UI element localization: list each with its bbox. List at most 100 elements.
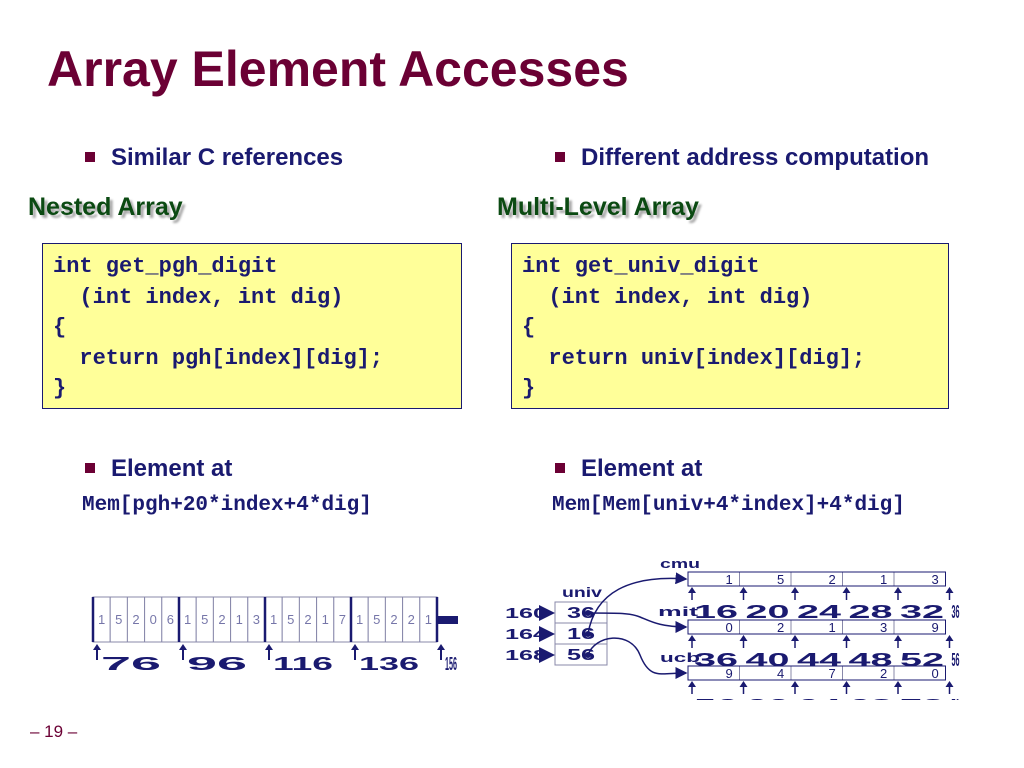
pointer-arrow xyxy=(587,637,688,680)
trailing-blob xyxy=(438,616,458,624)
cell-digit: 5 xyxy=(373,612,380,627)
arrowhead-icon xyxy=(739,681,748,687)
cell-digit: 1 xyxy=(726,572,733,587)
cell-digit: 2 xyxy=(408,612,415,627)
cell-digit: 1 xyxy=(322,612,329,627)
address-label: 40 xyxy=(746,650,790,670)
pointer-arrow xyxy=(587,572,688,635)
address-label: 156 xyxy=(445,654,457,670)
bullet-square-icon xyxy=(555,462,565,473)
arrowhead-icon xyxy=(945,587,954,593)
univ-address: 160 xyxy=(505,605,547,622)
cell-digit: 1 xyxy=(98,612,105,627)
arrowhead-icon xyxy=(791,681,799,687)
address-label: 116 xyxy=(273,654,333,670)
cell-digit: 3 xyxy=(880,620,887,635)
arrowhead-icon xyxy=(93,644,101,650)
cell-digit: 5 xyxy=(115,612,122,627)
address-label: 56 xyxy=(952,650,960,670)
bullet-element-at-right: Element at xyxy=(555,455,702,483)
address-label: 76 xyxy=(101,654,161,670)
cell-digit: 0 xyxy=(150,612,157,627)
address-label: 96 xyxy=(187,654,247,670)
arrowhead-icon xyxy=(894,587,902,593)
address-label: 72 xyxy=(900,696,944,700)
arrowhead-icon xyxy=(945,635,954,641)
cell-digit: 5 xyxy=(287,612,294,627)
cell-digit: 4 xyxy=(777,666,784,681)
univ-cell xyxy=(554,643,608,666)
cell-digit: 1 xyxy=(236,612,243,627)
address-label: 36 xyxy=(952,602,960,622)
bullet-square-icon xyxy=(85,462,95,473)
cell-digit: 2 xyxy=(132,612,139,627)
row-outline xyxy=(687,571,946,587)
cell-digit: 1 xyxy=(880,572,887,587)
arrowhead-icon xyxy=(688,587,696,593)
slide-title: Array Element Accesses xyxy=(47,41,629,97)
nested-array-heading: Nested Array xyxy=(28,193,183,221)
cell-digit: 6 xyxy=(167,612,174,627)
arrowhead-icon xyxy=(351,644,359,650)
row-outline xyxy=(687,619,946,635)
arrowhead-icon xyxy=(265,644,273,650)
cell-digit: 5 xyxy=(777,572,784,587)
cell-digit: 1 xyxy=(184,612,191,627)
bullet-text: Different address computation xyxy=(581,144,930,171)
arrowhead-icon xyxy=(894,635,902,641)
bullet-element-at-left: Element at xyxy=(85,455,232,483)
row-outline xyxy=(687,665,946,681)
univ-value: 36 xyxy=(567,605,595,622)
univ-value: 56 xyxy=(567,647,595,664)
univ-label: univ xyxy=(562,584,602,600)
bullet-square-icon xyxy=(555,151,565,162)
nested-array-code-box: int get_pgh_digit (int index, int dig) {… xyxy=(42,243,462,409)
address-label: 24 xyxy=(797,602,841,622)
address-label: 28 xyxy=(849,602,893,622)
cell-digit: 0 xyxy=(726,620,733,635)
address-label: 48 xyxy=(849,650,893,670)
cell-digit: 1 xyxy=(270,612,277,627)
arrowhead-icon xyxy=(842,681,851,687)
univ-address: 168 xyxy=(505,647,547,664)
arrowhead-icon xyxy=(739,587,748,593)
arrowhead-icon xyxy=(688,635,696,641)
cell-digit: 2 xyxy=(829,572,836,587)
page-number: – 19 – xyxy=(30,722,78,741)
address-label: 60 xyxy=(746,696,790,700)
row-label: cmu xyxy=(660,556,700,571)
bullet-square-icon xyxy=(85,151,95,162)
address-label: 20 xyxy=(746,602,790,622)
address-label: 32 xyxy=(900,602,944,622)
arrowhead-icon xyxy=(894,681,902,687)
address-label: 44 xyxy=(797,650,841,670)
bullet-text: Element at xyxy=(111,455,233,482)
address-label: 52 xyxy=(900,650,944,670)
cell-digit: 0 xyxy=(932,666,939,681)
cell-digit: 9 xyxy=(726,666,733,681)
cell-digit: 7 xyxy=(829,666,836,681)
bullet-text: Element at xyxy=(581,455,703,482)
address-label: 64 xyxy=(797,696,841,700)
cell-digit: 2 xyxy=(304,612,311,627)
cell-digit: 2 xyxy=(390,612,397,627)
pointer-arrow xyxy=(587,612,688,633)
arrowhead-icon xyxy=(739,635,748,641)
cell-digit: 7 xyxy=(339,612,346,627)
address-label: 36 xyxy=(694,650,738,670)
multilevel-element-expression: Mem[Mem[univ+4*index]+4*dig] xyxy=(552,494,905,517)
multi-level-array-code-box: int get_univ_digit (int index, int dig) … xyxy=(511,243,949,409)
cell-digit: 1 xyxy=(425,612,432,627)
bullet-different-computation: Different address computation xyxy=(555,144,929,172)
bullet-text: Similar C references xyxy=(111,144,344,171)
arrowhead-icon xyxy=(437,644,445,650)
cell-digit: 3 xyxy=(932,572,939,587)
univ-address: 164 xyxy=(505,626,548,643)
address-label: 136 xyxy=(359,654,419,670)
address-label: 76 xyxy=(952,696,960,700)
cell-digit: 2 xyxy=(880,666,887,681)
arrowhead-icon xyxy=(945,681,954,687)
cell-digit: 3 xyxy=(253,612,260,627)
